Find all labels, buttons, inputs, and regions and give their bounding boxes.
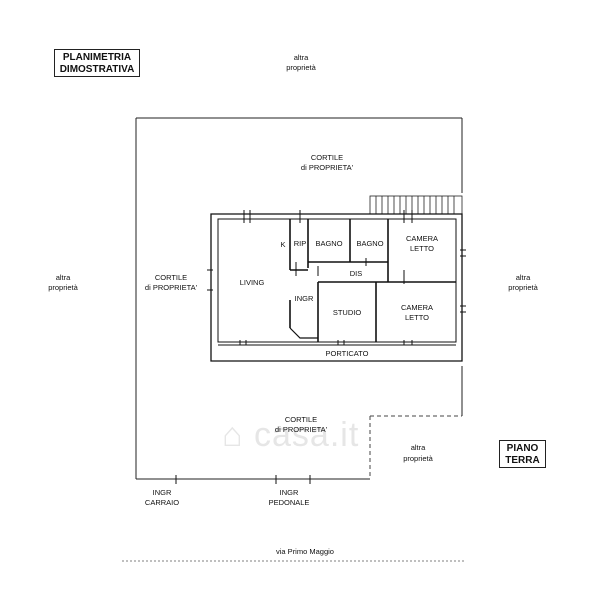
label-cortile-left-1: CORTILE	[155, 273, 187, 282]
level-line2: TERRA	[505, 455, 540, 466]
label-ingr-carraio-1: INGR	[153, 488, 172, 497]
label-camera-2-line1: CAMERA	[401, 303, 433, 312]
plan-title-line2: DIMOSTRATIVA	[59, 64, 135, 75]
plan-title-box: PLANIMETRIA DIMOSTRATIVA	[54, 49, 140, 77]
dashed-boundary	[369, 415, 462, 479]
label-camera-1-line1: CAMERA	[406, 234, 438, 243]
label-cortile-bottom-1: CORTILE	[285, 415, 317, 424]
label-porticato: PORTICATO	[326, 349, 369, 358]
label-street: via Primo Maggio	[276, 547, 334, 556]
label-altra-bottom-2: proprietà	[403, 454, 433, 463]
label-altra-right-1: altra	[516, 273, 531, 282]
plan-title-line1: PLANIMETRIA	[62, 52, 132, 63]
label-living: LIVING	[240, 278, 265, 287]
label-ingr-carraio-2: CARRAIO	[145, 498, 179, 507]
stairs	[369, 195, 463, 215]
casa-watermark: ⌂ casa.it	[222, 416, 359, 455]
label-camera-2-line2: LETTO	[405, 313, 429, 322]
label-altra-right-2: proprietà	[508, 283, 538, 292]
label-ingr-pedonale-2: PEDONALE	[269, 498, 310, 507]
label-dis: DIS	[350, 269, 363, 278]
label-cortile-top-1: CORTILE	[311, 153, 343, 162]
level-box: PIANO TERRA	[499, 440, 546, 468]
watermark-house-icon: ⌂	[222, 416, 244, 454]
label-studio: STUDIO	[333, 308, 362, 317]
level-line1: PIANO	[506, 443, 539, 454]
label-rip: RIP	[294, 239, 307, 248]
label-altra-bottom-1: altra	[411, 443, 426, 452]
property-boundary	[135, 117, 463, 480]
label-altra-top-1: altra	[294, 53, 309, 62]
house-walls	[207, 210, 466, 362]
label-bagno-1: BAGNO	[315, 239, 342, 248]
watermark-text: casa.it	[254, 416, 360, 454]
label-altra-left-1: altra	[56, 273, 71, 282]
label-cortile-bottom-2: di PROPRIETA'	[275, 425, 328, 434]
label-cortile-left-2: di PROPRIETA'	[145, 283, 198, 292]
gate-marks	[175, 475, 311, 484]
label-bagno-2: BAGNO	[356, 239, 383, 248]
label-cortile-top-2: di PROPRIETA'	[301, 163, 354, 172]
label-ingr: INGR	[295, 294, 314, 303]
label-ingr-pedonale-1: INGR	[280, 488, 299, 497]
label-k: K	[280, 240, 285, 249]
label-altra-top-2: proprietà	[286, 63, 316, 72]
label-altra-left-2: proprietà	[48, 283, 78, 292]
label-camera-1-line2: LETTO	[410, 244, 434, 253]
